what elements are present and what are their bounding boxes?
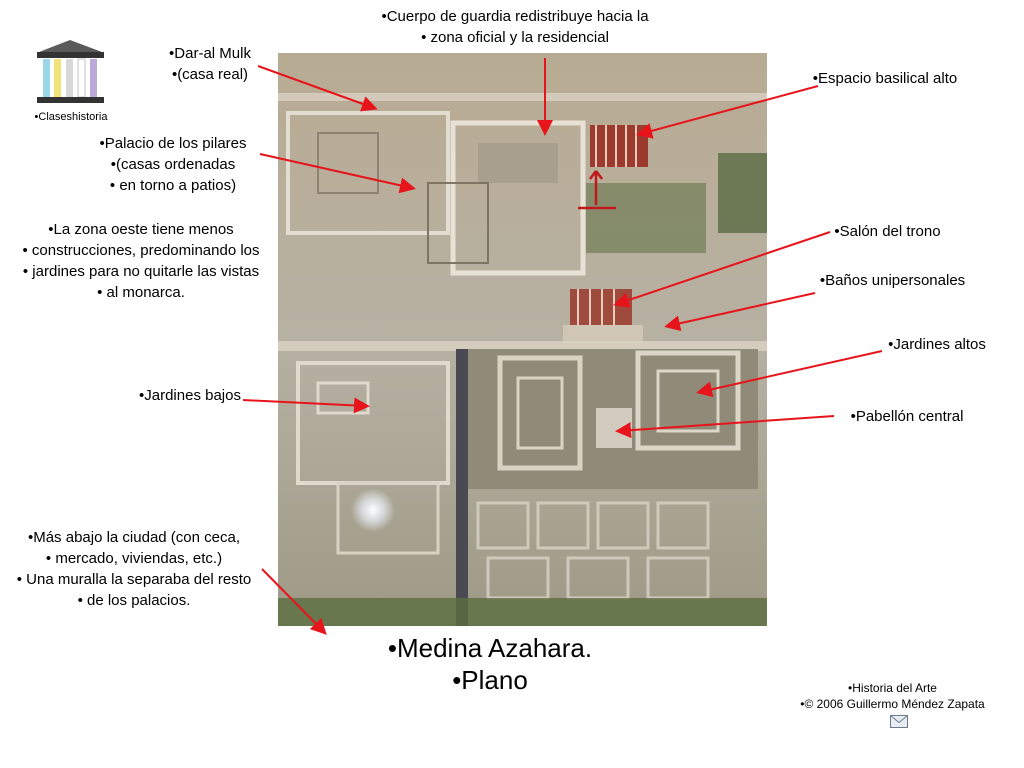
label-salon-trono: •Salón del trono — [834, 223, 941, 240]
label-jardines-altos: •Jardines altos — [888, 336, 986, 353]
label-jardines-bajos: •Jardines bajos — [139, 387, 241, 404]
label-espacio-basilical: •Espacio basilical alto — [812, 70, 958, 87]
label-dar-al-mulk: •Dar-al Mulk •(casa real) — [169, 45, 251, 83]
slide-title: •Medina Azahara. •Plano — [387, 633, 593, 695]
label-banos: •Baños unipersonales — [819, 272, 966, 289]
aerial-site-photo — [278, 53, 767, 626]
credits: •Historia del Arte •© 2006 Guillermo Mén… — [800, 681, 985, 711]
label-cuerpo-de-guardia: •Cuerpo de guardia redistribuye hacia la… — [381, 8, 649, 46]
label-ciudad: •Más abajo la ciudad (con ceca, • mercad… — [16, 529, 252, 609]
envelope-icon[interactable] — [890, 715, 908, 728]
temple-logo-icon — [37, 40, 104, 103]
label-palacio-pilares: •Palacio de los pilares •(casas ordenada… — [99, 135, 247, 194]
logo-caption: •Claseshistoria — [34, 111, 108, 123]
label-zona-oeste: •La zona oeste tiene menos • construccio… — [22, 221, 260, 301]
label-pabellon-central: •Pabellón central — [850, 408, 964, 425]
